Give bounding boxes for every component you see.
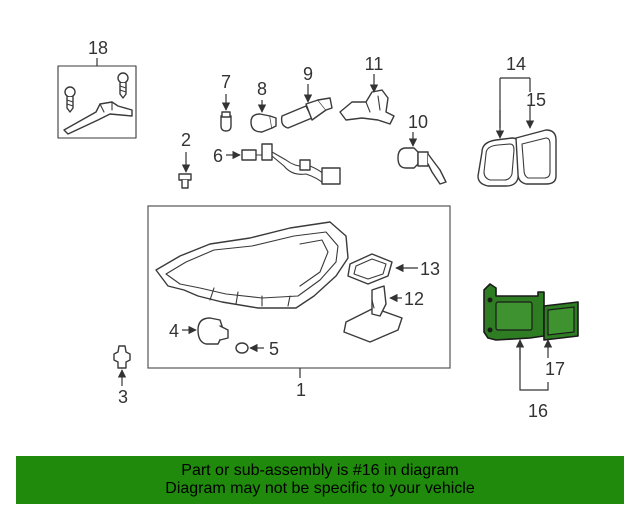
callout-17: 17 <box>545 359 565 379</box>
screw-icon <box>64 86 76 113</box>
callout-5: 5 <box>269 339 279 359</box>
callout-13: 13 <box>420 259 440 279</box>
callout-2: 2 <box>181 130 191 150</box>
banner-line-2: Diagram may not be specific to your vehi… <box>165 480 475 497</box>
part-18-bracket-kit[interactable] <box>57 65 137 139</box>
banner-line-1: Part or sub-assembly is #16 in diagram <box>181 462 459 479</box>
callout-4: 4 <box>169 321 179 341</box>
part-3-clip[interactable] <box>113 345 131 369</box>
callout-15: 15 <box>526 90 546 110</box>
callout-7: 7 <box>221 72 231 92</box>
callout-18: 18 <box>88 38 108 58</box>
callout-8: 8 <box>257 79 267 99</box>
headlamp-housing <box>155 221 349 309</box>
part-8-bulb[interactable] <box>250 113 277 133</box>
part-12-ballast[interactable] <box>343 285 403 343</box>
part-9-bulb[interactable] <box>280 97 333 129</box>
callout-14: 14 <box>506 54 526 74</box>
screw-icon <box>117 72 129 99</box>
part-11-socket[interactable] <box>339 89 395 125</box>
part-15-gasket[interactable] <box>515 129 557 185</box>
part-4-socket[interactable] <box>197 317 229 345</box>
callout-12: 12 <box>404 289 424 309</box>
part-10-hid-bulb[interactable] <box>397 147 447 185</box>
callout-6: 6 <box>213 146 223 166</box>
part-6-harness[interactable] <box>241 143 341 185</box>
part-13-gasket[interactable] <box>347 253 393 285</box>
callout-11: 11 <box>365 54 384 74</box>
callout-1: 1 <box>296 380 306 400</box>
callout-16: 16 <box>528 401 548 421</box>
parts-diagram: 18 7 8 9 11 10 2 <box>57 38 579 421</box>
part-17-cover[interactable] <box>543 301 579 341</box>
part-5-o-ring[interactable] <box>235 342 249 354</box>
part-7-bulb[interactable] <box>220 111 232 132</box>
part-16-module-highlighted[interactable] <box>483 283 545 341</box>
callout-9: 9 <box>303 64 313 84</box>
part-14-lens[interactable] <box>477 137 521 187</box>
callout-3: 3 <box>118 387 128 407</box>
info-banner: Part or sub-assembly is #16 in diagram D… <box>16 456 624 504</box>
part-2-bolt[interactable] <box>178 173 192 189</box>
callout-10: 10 <box>408 112 428 132</box>
